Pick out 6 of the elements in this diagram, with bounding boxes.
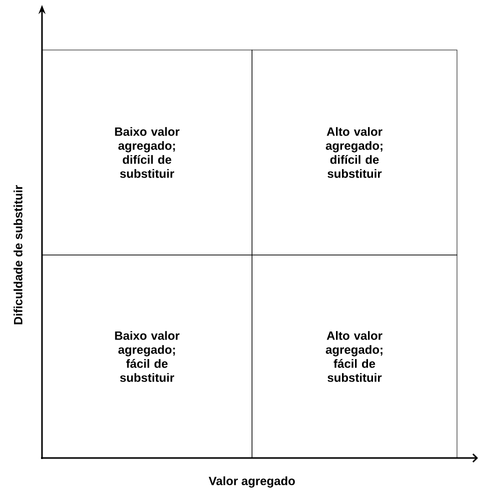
axis-label: Valor agregado	[208, 476, 295, 488]
quadrant-box: Baixo valor agregado; fácil de substituir	[42, 254, 252, 458]
quadrant-box: Alto valor agregado; difícil de substituir	[252, 50, 458, 256]
quadrant-box: Baixo valor agregado; difícil de substituir	[42, 50, 252, 256]
axis-label: Dificuldade de substituir	[14, 185, 22, 324]
quadrant-box: Alto valor agregado; fácil de substituir	[252, 254, 458, 458]
